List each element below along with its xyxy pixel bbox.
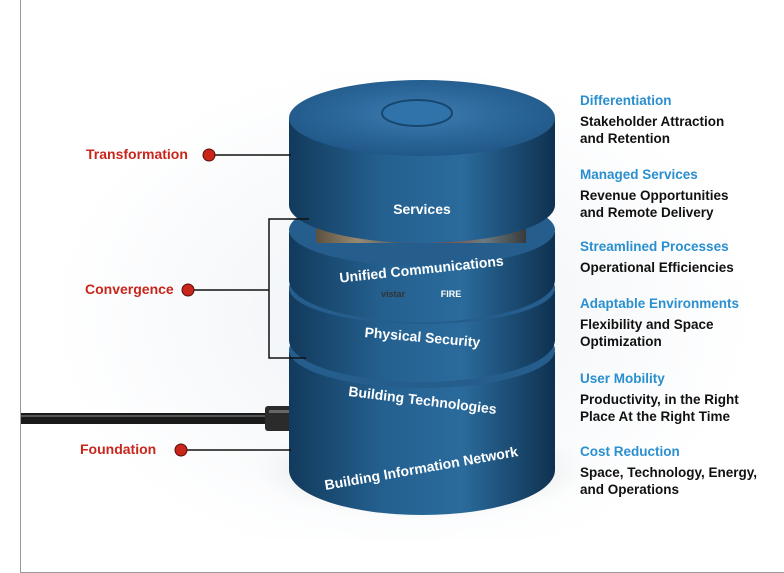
layer-services (289, 80, 555, 243)
connector-lines (187, 154, 309, 451)
benefit-user-mobility: User Mobility Productivity, in the Right… (580, 370, 739, 425)
benefit-heading: Differentiation (580, 93, 672, 108)
benefit-heading: Adaptable Environments (580, 296, 740, 311)
benefit-streamlined-processes: Streamlined Processes Operational Effici… (580, 238, 734, 276)
benefit-managed-services: Managed Services Revenue Opportunities a… (580, 166, 729, 221)
benefit-heading: Streamlined Processes (580, 239, 729, 254)
benefit-cost-reduction: Cost Reduction Space, Technology, Energy… (580, 443, 757, 498)
benefit-text: Flexibility and Space Optimization (580, 317, 714, 349)
benefit-text: Operational Efficiencies (580, 260, 734, 275)
sign-fire-text: FIRE (441, 289, 462, 299)
label-convergence: Convergence (85, 281, 174, 297)
convergence-dot (181, 283, 195, 297)
benefit-text: Stakeholder Attraction and Retention (580, 114, 725, 146)
benefit-text: Productivity, in the Right Place At the … (580, 392, 739, 424)
top-center-disc (381, 99, 453, 127)
foundation-dot (174, 443, 188, 457)
benefit-text: Space, Technology, Energy, and Operation… (580, 465, 758, 497)
diagram-frame: Services Unified Communications Physical… (20, 0, 784, 573)
benefit-adaptable-environments: Adaptable Environments Flexibility and S… (580, 295, 739, 350)
benefit-differentiation: Differentiation Stakeholder Attraction a… (580, 92, 724, 147)
benefit-heading: Managed Services (580, 167, 698, 182)
benefit-text: Revenue Opportunities and Remote Deliver… (580, 188, 729, 220)
label-transformation: Transformation (86, 146, 188, 162)
label-foundation: Foundation (80, 441, 157, 457)
label-services: Services (393, 201, 451, 217)
benefit-heading: User Mobility (580, 371, 665, 386)
network-cable (21, 413, 271, 424)
transformation-dot (202, 148, 216, 162)
benefit-heading: Cost Reduction (580, 444, 680, 459)
layer-stack-diagram: Services Unified Communications Physical… (21, 80, 591, 520)
sign-vistar-text: vistar (381, 289, 406, 299)
